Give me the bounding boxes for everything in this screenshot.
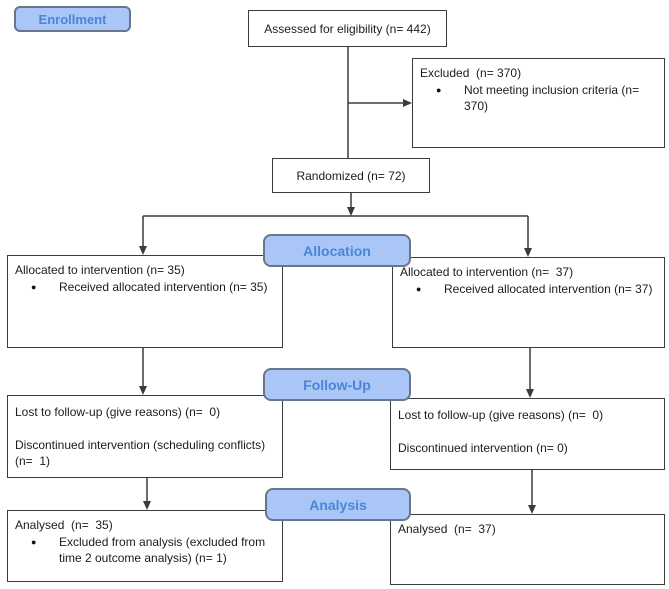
- excluded-title: Excluded (n= 370): [420, 66, 522, 80]
- bullet-icon: ●: [31, 282, 37, 292]
- box-randomized: Randomized (n= 72): [272, 158, 430, 193]
- bullet-icon: ●: [416, 284, 422, 294]
- stage-label-analysis: Analysis: [265, 488, 411, 521]
- arrowhead-alloc-right: [524, 248, 532, 257]
- stage-label-enrollment-text: Enrollment: [38, 11, 107, 27]
- alloc-left-title: Allocated to intervention (n= 35): [15, 263, 185, 277]
- followup-right-line2: Discontinued intervention (n= 0): [398, 441, 568, 455]
- arrowhead-excluded: [403, 99, 412, 107]
- arrowhead-followup-right: [526, 389, 534, 398]
- box-excluded: Excluded (n= 370) ● Not meeting inclusio…: [412, 58, 665, 148]
- box-analysed-left: Analysed (n= 35) ● Excluded from analysi…: [7, 510, 283, 582]
- followup-left-line2: Discontinued intervention (scheduling co…: [15, 438, 269, 468]
- analysis-left-bullet-row: ● Excluded from analysis (excluded from …: [15, 534, 275, 566]
- bullet-icon: ●: [31, 537, 37, 547]
- alloc-right-title: Allocated to intervention (n= 37): [400, 265, 574, 279]
- excluded-bullet-row: ● Not meeting inclusion criteria (n= 370…: [420, 82, 657, 114]
- stage-label-follow-up-text: Follow-Up: [303, 376, 371, 393]
- bullet-icon: ●: [436, 85, 442, 95]
- followup-left-line1: Lost to follow-up (give reasons) (n= 0): [15, 405, 221, 419]
- assessed-text: Assessed for eligibility (n= 442): [264, 21, 431, 36]
- box-follow-up-right: Lost to follow-up (give reasons) (n= 0) …: [390, 398, 665, 470]
- followup-right-line1: Lost to follow-up (give reasons) (n= 0): [398, 408, 604, 422]
- alloc-right-bullet-row: ● Received allocated intervention (n= 37…: [400, 281, 657, 297]
- box-allocated-intervention-left: Allocated to intervention (n= 35) ● Rece…: [7, 255, 283, 348]
- box-analysed-right: Analysed (n= 37): [390, 514, 665, 585]
- arrowhead-followup-left: [139, 386, 147, 395]
- arrowhead-alloc-left: [139, 246, 147, 255]
- alloc-left-bullet-text: Received allocated intervention (n= 35): [59, 280, 268, 294]
- analysis-left-bullet-text: Excluded from analysis (excluded from ti…: [59, 535, 269, 565]
- arrowhead-analysis-left: [143, 501, 151, 510]
- box-allocated-intervention-right: Allocated to intervention (n= 37) ● Rece…: [392, 257, 665, 348]
- stage-label-enrollment: Enrollment: [14, 6, 131, 32]
- arrowhead-analysis-right: [528, 505, 536, 514]
- analysis-left-title: Analysed (n= 35): [15, 518, 113, 532]
- box-follow-up-left: Lost to follow-up (give reasons) (n= 0) …: [7, 395, 283, 478]
- stage-label-allocation-text: Allocation: [303, 242, 371, 259]
- box-assessed-for-eligibility: Assessed for eligibility (n= 442): [248, 10, 447, 47]
- alloc-left-bullet-row: ● Received allocated intervention (n= 35…: [15, 279, 275, 295]
- arrowhead-split: [347, 207, 355, 216]
- excluded-bullet-text: Not meeting inclusion criteria (n= 370): [464, 83, 643, 113]
- stage-label-allocation: Allocation: [263, 234, 411, 267]
- stage-label-follow-up: Follow-Up: [263, 368, 411, 401]
- alloc-right-bullet-text: Received allocated intervention (n= 37): [444, 282, 653, 296]
- randomized-text: Randomized (n= 72): [296, 168, 406, 183]
- stage-label-analysis-text: Analysis: [309, 496, 367, 513]
- analysis-right-title: Analysed (n= 37): [398, 522, 496, 536]
